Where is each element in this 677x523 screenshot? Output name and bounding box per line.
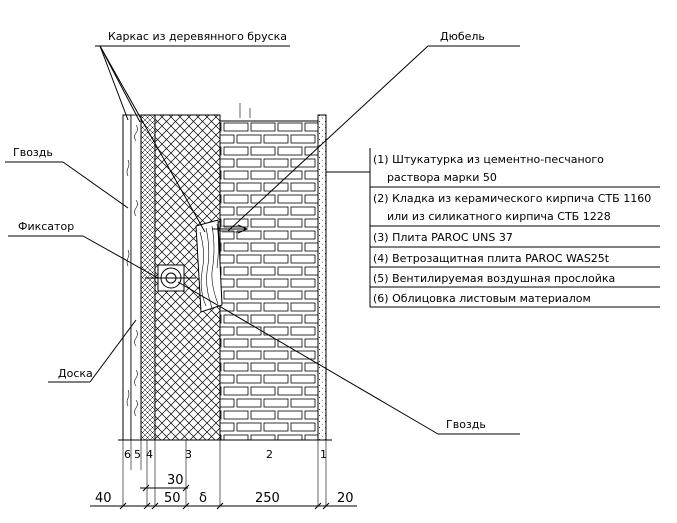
dimension-lines: 30 40 50 δ 250 20	[90, 473, 357, 510]
label-dowel-text: Дюбель	[440, 30, 485, 43]
legend-table: (1) Штукатурка из цементно-песчаного рас…	[326, 148, 660, 308]
dimension-30: 30	[167, 473, 184, 488]
layer-number-2: 2	[266, 448, 273, 461]
layer-number-4: 4	[146, 448, 153, 461]
dimension-20: 20	[337, 491, 354, 506]
plaster-layer	[317, 114, 327, 441]
label-nail-bottom-text: Гвоздь	[446, 418, 486, 431]
label-fixator-text: Фиксатор	[18, 220, 74, 233]
layer-number-3: 3	[185, 448, 192, 461]
fixator-ring	[145, 264, 196, 292]
wooden-bar-grain	[199, 223, 219, 309]
layer-number-1: 1	[320, 448, 327, 461]
label-frame: Каркас из деревянного бруска	[95, 30, 290, 233]
dimension-delta: δ	[199, 491, 207, 506]
label-frame-text: Каркас из деревянного бруска	[108, 30, 287, 43]
label-nail-top-text: Гвоздь	[13, 146, 53, 159]
label-fixator: Фиксатор	[8, 220, 159, 279]
legend-item-2b: или из силикатного кирпича СТБ 1228	[387, 210, 611, 223]
label-nail-top: Гвоздь	[5, 146, 129, 209]
legend-item-1a: (1) Штукатурка из цементно-песчаного	[373, 153, 604, 166]
cladding-layer	[122, 114, 132, 441]
label-dowel: Дюбель	[227, 30, 520, 232]
layer-number-6: 6	[124, 448, 131, 461]
label-nail-bottom: Гвоздь	[177, 281, 520, 435]
legend-item-2a: (2) Кладка из керамического кирпича СТБ …	[373, 192, 651, 205]
label-board-text: Доска	[58, 367, 93, 380]
dimension-250: 250	[255, 491, 280, 506]
layer-number-5: 5	[134, 448, 141, 461]
legend-item-6: (6) Облицовка листовым материалом	[373, 292, 591, 305]
air-gap-wave-marks	[126, 124, 138, 417]
wall-section	[122, 103, 327, 441]
legend-item-4: (4) Ветрозащитная плита PAROC WAS25t	[373, 252, 610, 265]
layer-number-row: 6 5 4 3 2 1	[118, 439, 332, 506]
air-gap-layer	[130, 114, 142, 441]
legend-item-3: (3) Плита PAROC UNS 37	[373, 231, 513, 244]
dimension-40: 40	[95, 491, 112, 506]
legend-item-5: (5) Вентилируемая воздушная прослойка	[373, 272, 615, 285]
dimension-50: 50	[164, 491, 181, 506]
dowel-marker	[212, 224, 249, 234]
label-board: Доска	[48, 319, 137, 383]
legend-item-1b: раствора марки 50	[387, 171, 497, 184]
brick-layer	[219, 120, 319, 441]
